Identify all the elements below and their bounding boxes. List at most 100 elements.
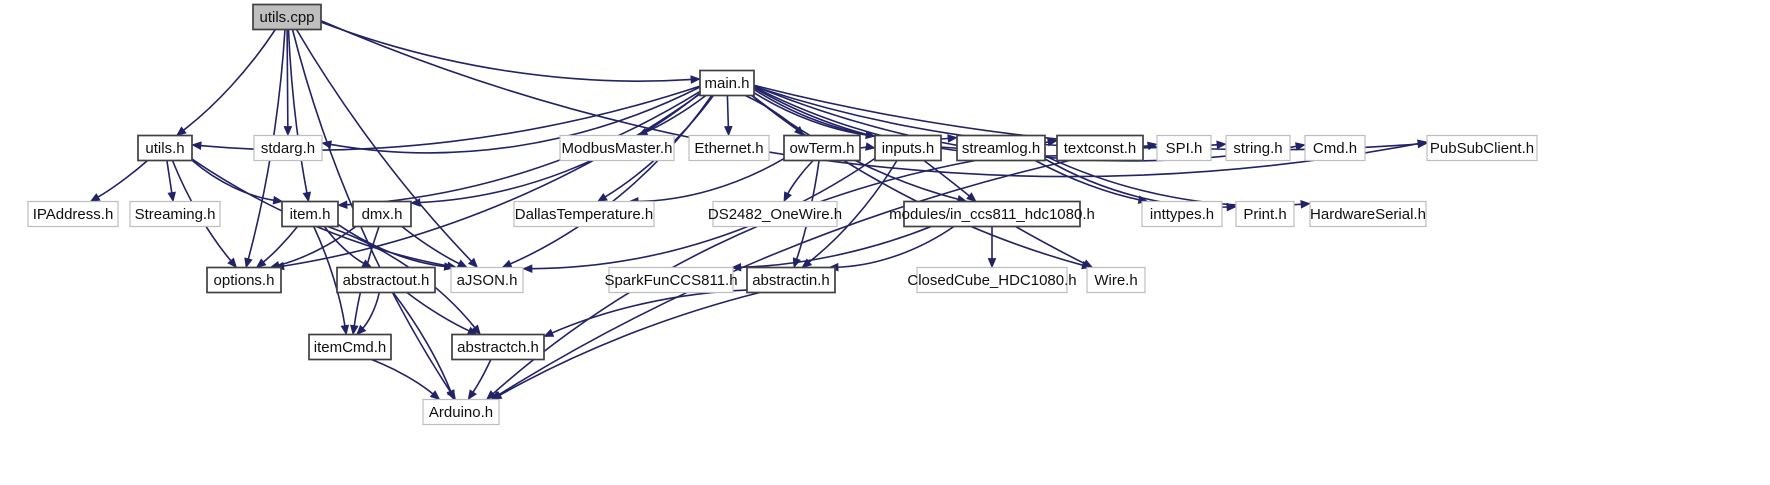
edge-main_h-to-dmx_h: [418, 92, 701, 204]
edge-arrowhead: [966, 192, 977, 203]
edge-textconst_h-to-arduino_h: [497, 159, 1070, 396]
edge-in_ccs811_h-to-sparkfunccs811_h: [739, 225, 932, 269]
edge-abstractin_h-to-arduino_h: [498, 291, 760, 397]
node-spi-h[interactable]: SPI.h: [1156, 134, 1212, 162]
node-box: [1304, 134, 1366, 162]
node-label: abstractch.h: [457, 339, 539, 356]
node-abstractin-h[interactable]: abstractin.h: [746, 266, 836, 294]
node-utils-h[interactable]: utils.h: [137, 134, 193, 162]
node-cmd-h[interactable]: Cmd.h: [1304, 134, 1366, 162]
node-arduino-h[interactable]: Arduino.h: [422, 398, 500, 426]
node-label: utils.cpp: [259, 9, 314, 26]
edge-main_h-to-options_h: [282, 93, 701, 268]
edge-arrowhead: [350, 324, 359, 336]
node-box: [206, 266, 282, 294]
edge-arrowhead: [724, 126, 733, 137]
node-ds2482-h[interactable]: DS2482_OneWire.h: [708, 200, 842, 228]
edge-arrowhead: [175, 126, 187, 137]
node-textconst-h[interactable]: textconst.h: [1056, 134, 1144, 162]
node-inttypes-h[interactable]: inttypes.h: [1141, 200, 1223, 228]
node-streamlog-h[interactable]: streamlog.h: [956, 134, 1046, 162]
node-box: [1309, 200, 1427, 228]
edge-streamlog_h-to-arduino_h: [492, 159, 976, 395]
node-dallastemp-h[interactable]: DallasTemperature.h: [513, 200, 655, 228]
node-box: [137, 134, 193, 162]
node-in-ccs811-h[interactable]: modules/in_ccs811_hdc1080.h: [889, 200, 1095, 228]
node-item-h[interactable]: item.h: [281, 200, 339, 228]
edge-arrowhead: [1300, 200, 1311, 209]
node-pubsubclient-h[interactable]: PubSubClient.h: [1426, 134, 1538, 162]
node-box: [1225, 134, 1291, 162]
edge-arrowhead: [987, 258, 997, 269]
node-utils-cpp[interactable]: utils.cpp: [252, 3, 322, 31]
node-main-h[interactable]: main.h: [699, 69, 755, 97]
edge-utils_cpp-to-main_h: [320, 21, 693, 82]
edge-arrowhead: [456, 259, 468, 268]
edge-arrowhead: [302, 191, 312, 203]
edge-arrowhead: [167, 191, 176, 203]
edge-item_h-to-options_h: [262, 226, 299, 264]
node-ethernet-h[interactable]: Ethernet.h: [688, 134, 770, 162]
node-label: aJSON.h: [457, 272, 518, 289]
node-label: Wire.h: [1094, 272, 1137, 289]
edge-arrowhead: [1216, 140, 1227, 150]
node-label: modules/in_ccs811_hdc1080.h: [889, 206, 1095, 223]
edge-arrowhead: [865, 142, 876, 151]
edge-arrowhead: [244, 257, 253, 269]
edge-main_h-to-inputs_h: [753, 92, 868, 136]
node-print-h[interactable]: Print.h: [1235, 200, 1295, 228]
node-box: [27, 200, 119, 228]
node-stdarg-h[interactable]: stdarg.h: [253, 134, 323, 162]
node-options-h[interactable]: options.h: [206, 266, 282, 294]
node-modbusmaster-h[interactable]: ModbusMaster.h: [559, 134, 675, 162]
node-label: HardwareSerial.h: [1310, 206, 1426, 223]
node-sparkfunccs811-h[interactable]: SparkFunCCS811.h: [604, 266, 738, 294]
edge-in_ccs811_h-to-wire_h: [1015, 225, 1086, 265]
node-label: DS2482_OneWire.h: [708, 206, 842, 223]
node-box: [281, 200, 339, 228]
node-ajson-h[interactable]: aJSON.h: [450, 266, 524, 294]
edge-arrowhead: [783, 191, 792, 203]
node-label: textconst.h: [1064, 140, 1137, 157]
edge-utils_cpp-to-item_h: [287, 29, 308, 194]
edge-item_h-to-itemcmd_h: [313, 226, 346, 327]
node-label: Streaming.h: [135, 206, 216, 223]
node-inputs-h[interactable]: inputs.h: [874, 134, 942, 162]
edge-arrowhead: [272, 195, 284, 205]
node-itemcmd-h[interactable]: itemCmd.h: [308, 333, 392, 361]
edge-arrowhead: [501, 259, 513, 268]
node-streaming-h[interactable]: Streaming.h: [129, 200, 221, 228]
edge-in_ccs811_h-to-abstractin_h: [837, 225, 955, 269]
edge-owterm_h-to-dallastemp_h: [637, 157, 785, 203]
node-ipaddress-h[interactable]: IPAddress.h: [27, 200, 119, 228]
edge-arrowhead: [255, 258, 267, 269]
node-label: streamlog.h: [962, 140, 1040, 157]
node-hardwareserial-h[interactable]: HardwareSerial.h: [1309, 200, 1427, 228]
node-label: dmx.h: [362, 206, 403, 223]
edge-arrowhead: [429, 390, 441, 401]
edge-arrowhead: [227, 257, 238, 269]
edge-arrowhead: [467, 257, 479, 269]
node-box: [1426, 134, 1538, 162]
node-box: [559, 134, 675, 162]
edge-utils_h-to-item_h: [191, 159, 275, 202]
node-wire-h[interactable]: Wire.h: [1086, 266, 1146, 294]
node-label: string.h: [1233, 140, 1282, 157]
edge-arrowhead: [467, 389, 477, 401]
edge-arrowhead: [947, 134, 958, 143]
node-box: [1235, 200, 1295, 228]
node-label: Cmd.h: [1313, 140, 1357, 157]
node-owterm-h[interactable]: owTerm.h: [783, 134, 861, 162]
node-box: [699, 69, 755, 97]
node-label: options.h: [214, 272, 275, 289]
node-string-h[interactable]: string.h: [1225, 134, 1291, 162]
node-abstractch-h[interactable]: abstractch.h: [451, 333, 545, 361]
node-dmx-h[interactable]: dmx.h: [352, 200, 412, 228]
edge-arrowhead: [446, 389, 455, 401]
node-closedcube-h[interactable]: ClosedCube_HDC1080.h: [907, 266, 1077, 294]
node-abstractout-h[interactable]: abstractout.h: [336, 266, 436, 294]
edge-arrowhead: [443, 262, 455, 271]
edge-arrowhead: [340, 324, 350, 336]
edge-arrowhead: [1082, 259, 1094, 268]
edge-main_h-to-ethernet_h: [726, 95, 730, 128]
